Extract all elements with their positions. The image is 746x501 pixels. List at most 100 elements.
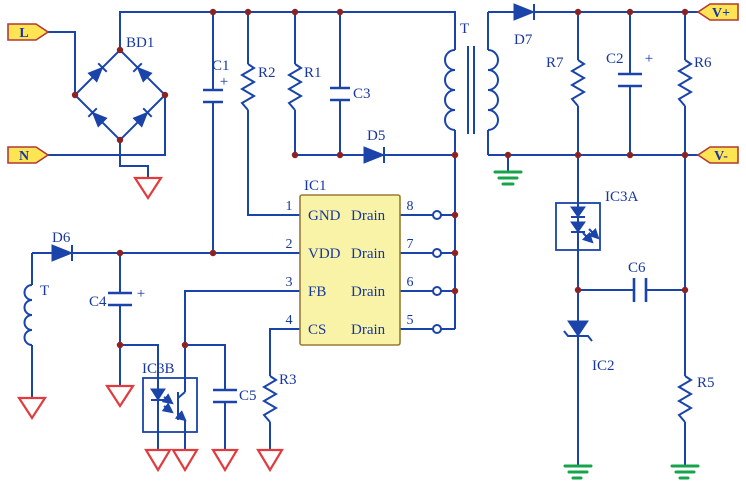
label-r7: R7 [546, 55, 564, 71]
junction-dots [71, 8, 689, 349]
component-labels: BD1 C1 + R2 R1 C3 D5 T D7 R7 C2 + R6 IC3… [40, 21, 715, 404]
chassis-ground-icon [16, 396, 48, 421]
ic1-pin-text: 1 2 3 4 GND VDD FB CS 8 7 6 5 Drain Drai… [286, 199, 414, 338]
label-d5: D5 [367, 128, 385, 144]
capacitor-c1 [203, 88, 223, 104]
label-t-aux: T [40, 283, 49, 299]
terminal-n-label: N [19, 149, 29, 164]
label-bd1: BD1 [126, 35, 154, 51]
terminal-vplus-label: V+ [712, 6, 730, 21]
label-ic3a: IC3A [605, 189, 639, 205]
resistor-r1 [287, 63, 303, 111]
chassis-ground-icon [211, 448, 239, 473]
pin8-name: Drain [351, 208, 386, 224]
zener-diode-ic2 [563, 320, 593, 342]
label-t-main: T [460, 21, 469, 37]
pin5-name: Drain [351, 322, 386, 338]
inductor-t-aux [23, 284, 33, 346]
chassis-ground-icon [104, 384, 136, 409]
pin7-number: 7 [407, 237, 414, 252]
chassis-ground-icon [256, 448, 284, 473]
earth-ground-icon [493, 170, 523, 186]
label-c1: C1 [212, 58, 230, 74]
label-c1-plus: + [220, 74, 228, 90]
pin2-name: VDD [308, 246, 341, 262]
pin1-name: GND [308, 208, 341, 224]
led-emission-arrow-icon [587, 227, 600, 240]
pin3-number: 3 [286, 275, 293, 290]
diode-d6 [51, 244, 74, 262]
pin5-number: 5 [407, 313, 414, 328]
label-ic2: IC2 [592, 358, 615, 374]
pin8-number: 8 [407, 199, 414, 214]
terminal-n: N [7, 146, 50, 164]
bridge-diode-icon [87, 62, 108, 83]
chassis-ground-icon [171, 448, 199, 473]
resistor-r7 [570, 59, 586, 107]
label-c2-plus: + [645, 51, 653, 67]
pin3-name: FB [308, 284, 326, 300]
label-c3: C3 [353, 86, 371, 102]
label-d6: D6 [52, 230, 71, 246]
ground-red-triangles [16, 176, 284, 473]
ic1-chip [299, 194, 442, 346]
pin4-name: CS [308, 322, 326, 338]
pin8-terminal-icon [432, 210, 442, 220]
label-d7: D7 [514, 32, 533, 48]
label-ic3b: IC3B [142, 361, 175, 377]
resistor-r6 [677, 59, 693, 107]
led-emission-arrow-icon [581, 231, 594, 244]
diode-d7 [513, 3, 536, 21]
label-r2: R2 [258, 65, 276, 81]
chassis-ground-icon [144, 448, 172, 473]
label-r5: R5 [697, 375, 715, 391]
label-ic1: IC1 [304, 178, 327, 194]
pin1-number: 1 [286, 199, 293, 214]
chassis-ground-icon [132, 176, 164, 201]
capacitor-c4 [108, 291, 132, 307]
optocoupler-ic3a [555, 202, 601, 251]
label-c5: C5 [239, 388, 257, 404]
label-c4: C4 [89, 294, 107, 310]
terminal-l-label: L [19, 26, 28, 41]
ground-earth-symbols [493, 170, 700, 480]
pin7-terminal-icon [432, 248, 442, 258]
pin6-name: Drain [351, 284, 386, 300]
earth-ground-icon [563, 464, 593, 480]
label-r6: R6 [694, 55, 712, 71]
capacitor-c5 [213, 388, 237, 404]
resistor-r5 [677, 375, 693, 423]
bridge-diode-icon [132, 107, 153, 128]
capacitor-c6 [632, 278, 648, 302]
wires [31, 11, 698, 466]
transformer-t-main [444, 46, 499, 134]
terminal-vminus-label: V- [714, 149, 728, 164]
resistor-r2 [240, 63, 256, 111]
bridge-diode-icon [132, 62, 153, 83]
pin5-terminal-icon [432, 324, 442, 334]
label-c6: C6 [628, 260, 646, 276]
capacitor-c3 [330, 86, 350, 102]
diode-d5 [363, 146, 386, 164]
pin6-terminal-icon [432, 286, 442, 296]
pin6-number: 6 [407, 275, 414, 290]
emitter-arrow-icon [174, 410, 187, 422]
label-c2: C2 [606, 51, 624, 67]
terminal-vplus: V+ [696, 3, 739, 21]
photo-arrow-icon [161, 393, 174, 405]
pin4-number: 4 [286, 313, 293, 328]
pin2-number: 2 [286, 237, 293, 252]
label-c4-plus: + [137, 286, 145, 302]
terminal-vminus: V- [696, 146, 739, 164]
optocoupler-ic3b [142, 377, 198, 433]
label-r1: R1 [304, 65, 322, 81]
label-r3: R3 [279, 372, 297, 388]
photo-arrow-icon [161, 402, 174, 414]
capacitor-c2 [618, 72, 642, 88]
earth-ground-icon [670, 464, 700, 480]
resistor-r3 [262, 375, 278, 423]
terminal-l: L [7, 23, 50, 41]
bridge-diode-icon [87, 107, 108, 128]
